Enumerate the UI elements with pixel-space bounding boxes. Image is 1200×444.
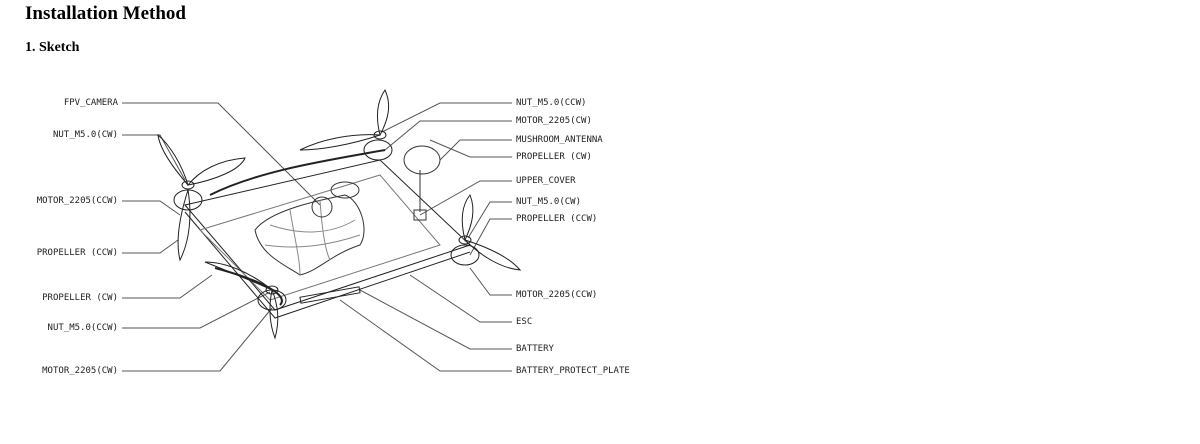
label-battery: BATTERY	[516, 344, 554, 354]
label-upper-cover: UPPER_COVER	[516, 176, 576, 186]
leader-lines-right	[339, 102, 512, 372]
page-title: Installation Method	[25, 3, 186, 24]
label-nut-cw-right: NUT_M5.0(CW)	[516, 197, 582, 207]
label-esc: ESC	[516, 317, 533, 327]
section-heading: 1. Sketch	[25, 40, 80, 55]
label-nut-ccw-left: NUT_M5.0(CCW)	[47, 323, 118, 333]
label-motor-ccw-right: MOTOR_2205(CCW)	[516, 290, 598, 300]
label-battery-protect-plate: BATTERY_PROTECT_PLATE	[516, 366, 630, 376]
label-propeller-ccw-left: PROPELLER (CCW)	[36, 248, 118, 258]
label-propeller-cw-left: PROPELLER (CW)	[42, 293, 118, 303]
upper-cover	[254, 181, 365, 276]
label-propeller-ccw-right: PROPELLER (CCW)	[516, 214, 598, 224]
frame	[184, 149, 471, 319]
motors	[173, 130, 480, 311]
label-nut-ccw-right: NUT_M5.0(CCW)	[516, 98, 587, 108]
label-mushroom-antenna: MUSHROOM_ANTENNA	[516, 135, 603, 145]
propellers	[157, 89, 522, 340]
label-motor-ccw-left: MOTOR_2205(CCW)	[36, 196, 118, 206]
leader-lines-left	[122, 102, 321, 372]
label-motor-cw-left: MOTOR_2205(CW)	[42, 366, 118, 376]
label-fpv-camera: FPV_CAMERA	[63, 98, 118, 108]
mushroom-antenna	[403, 145, 441, 221]
label-nut-cw-left: NUT_M5.0(CW)	[52, 130, 118, 140]
label-propeller-cw-right: PROPELLER (CW)	[516, 152, 592, 162]
label-motor-cw-right: MOTOR_2205(CW)	[516, 116, 592, 126]
